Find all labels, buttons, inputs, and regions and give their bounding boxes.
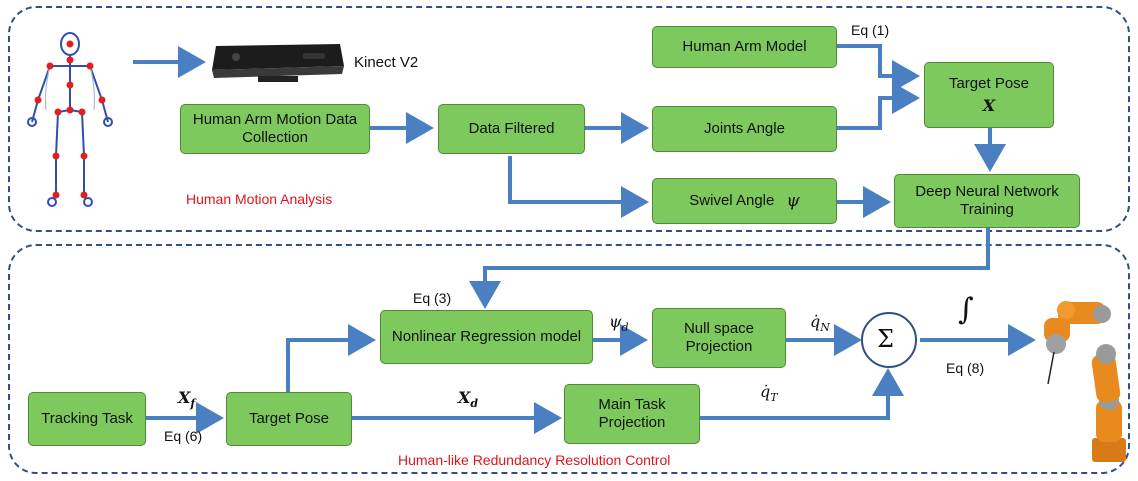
arrow-maintask-to-sum <box>700 368 904 420</box>
arrow-filtered-to-swivel <box>508 156 649 218</box>
nonlinear-regression-box: Nonlinear Regression model <box>380 310 593 364</box>
x-f-label: Xf <box>178 388 196 411</box>
sum-symbol: Σ <box>877 325 894 353</box>
eq3-label: Eq (3) <box>413 290 452 306</box>
redundancy-resolution-region <box>8 244 1130 474</box>
target-pose-top-box: Target Pose X <box>924 62 1054 128</box>
robot-arm-icon <box>1044 301 1126 462</box>
eq8-label: Eq (8) <box>946 360 985 376</box>
human-arm-model-box: Human Arm Model <box>652 26 837 68</box>
swivel-psi-symbol: ψ <box>786 191 800 211</box>
kinect-sensor-icon <box>212 44 344 82</box>
sum-circle <box>861 312 917 368</box>
arrow-targetpose-to-regression <box>286 324 376 392</box>
x-d-label: Xd <box>458 388 479 411</box>
arrow-dnn-to-regression <box>469 228 990 309</box>
main-task-projection-box: Main Task Projection <box>564 384 700 444</box>
target-pose-x-symbol: X <box>982 96 996 115</box>
kinect-label: Kinect V2 <box>354 54 419 71</box>
human-motion-analysis-region <box>8 6 1130 232</box>
null-space-projection-box: Null space Projection <box>652 308 786 368</box>
human-skeleton-figure <box>27 32 113 207</box>
psi-d-label: ψd <box>609 312 629 335</box>
tracking-task-box: Tracking Task <box>28 392 146 446</box>
swivel-angle-label: Swivel Angle <box>689 192 775 209</box>
qdot-t-label: q̇T <box>760 382 778 405</box>
qdot-n-label: q̇N <box>810 312 830 335</box>
arrow-armmodel-to-targetpose <box>837 44 920 92</box>
eq1-label: Eq (1) <box>851 22 890 38</box>
redundancy-resolution-label: Human-like Redundancy Resolution Control <box>398 452 671 468</box>
arrow-joints-to-targetpose <box>837 82 920 130</box>
target-pose-bottom-box: Target Pose <box>226 392 352 446</box>
dnn-training-box: Deep Neural Network Training <box>894 174 1080 228</box>
target-pose-top-label: Target Pose <box>948 75 1030 92</box>
eq6-label: Eq (6) <box>164 428 203 444</box>
joints-angle-box: Joints Angle <box>652 106 837 152</box>
integral-symbol: ∫ <box>958 292 974 327</box>
human-motion-analysis-label: Human Motion Analysis <box>186 191 333 207</box>
data-filtered-box: Data Filtered <box>438 104 585 154</box>
data-collection-box: Human Arm Motion Data Collection <box>180 104 370 154</box>
swivel-angle-box: Swivel Angle ψ <box>652 178 837 224</box>
